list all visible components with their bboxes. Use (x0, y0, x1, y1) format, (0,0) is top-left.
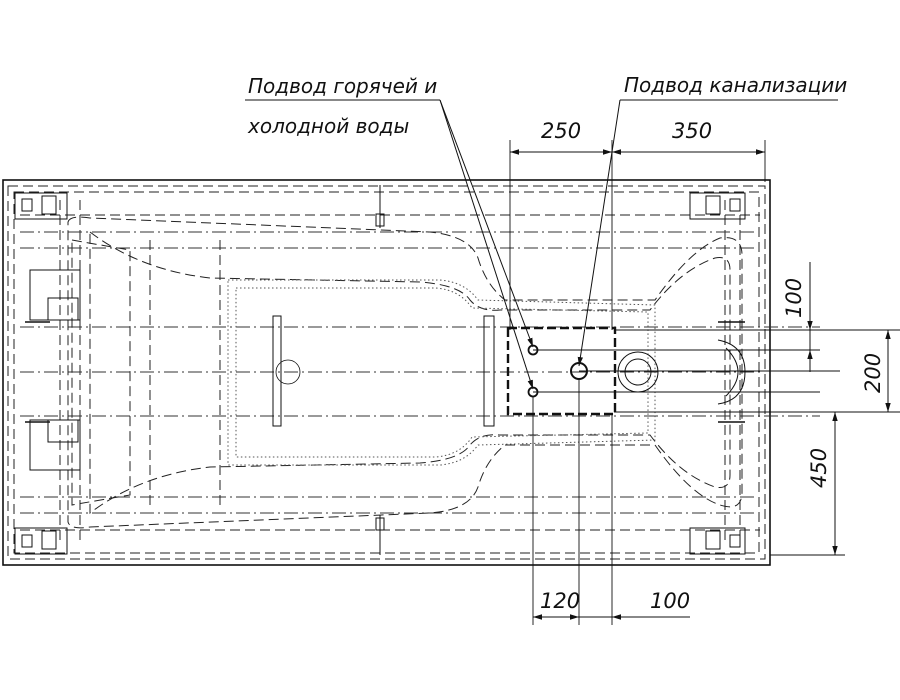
tub-basin (67, 216, 743, 529)
dimension-120: 120 (540, 589, 580, 613)
dimension-100-bottom: 100 (650, 589, 690, 613)
dimension-250: 250 (541, 119, 581, 143)
dimension-100-right: 100 (782, 278, 806, 318)
sewer-supply-label: Подвод канализации (624, 73, 847, 97)
extension-lines (509, 140, 900, 625)
corner-brackets (14, 185, 746, 555)
dimension-200: 200 (861, 353, 885, 393)
dimension-lines (510, 149, 891, 620)
dimension-350-top: 350 (672, 119, 712, 143)
tub-frame (2, 179, 771, 566)
water-supply-label-line1: Подвод горячей и (248, 74, 437, 98)
dimension-450: 450 (807, 448, 831, 488)
frame-rails (20, 231, 820, 514)
inner-basin (227, 279, 656, 466)
water-supply-label-line2: холодной воды (247, 114, 409, 138)
leader-lines (245, 99, 838, 390)
